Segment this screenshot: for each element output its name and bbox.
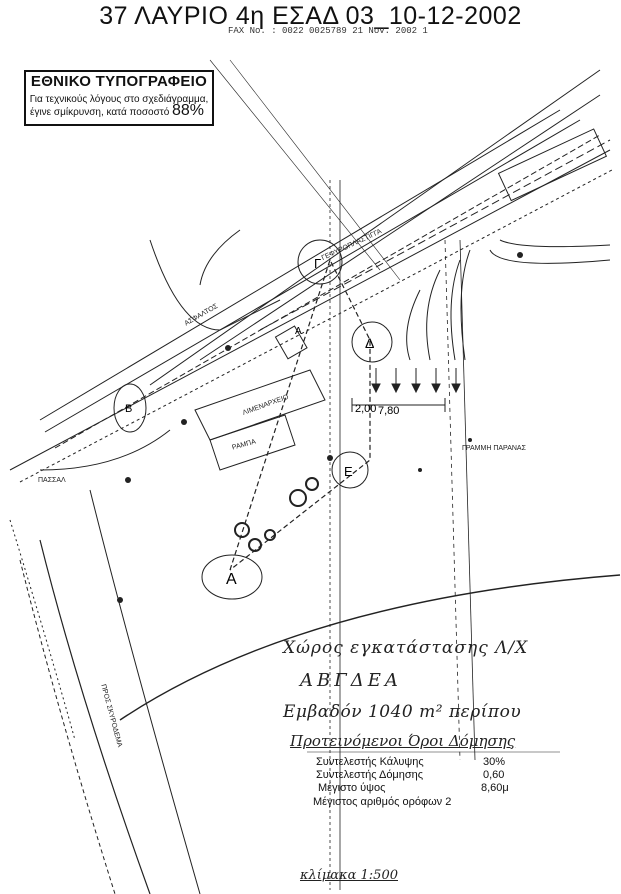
coverage-value: 30% xyxy=(483,756,506,768)
max-height-value: 8,60μ xyxy=(481,782,509,794)
point-epsilon: Ε xyxy=(344,464,353,479)
map-label-road: ΠΡΟΣ ΣΚΥΡΟΔΕΜΑ xyxy=(99,684,123,749)
stamp-percent: 88% xyxy=(172,102,205,119)
handwritten-terms-heading: Προτεινόμενοι Όροι Δόμησης xyxy=(290,732,516,750)
dimension-label-1: 7,80 xyxy=(378,405,399,417)
fax-header-line: FAX No. : 0022 0025789 21 Nov. 2002 1 xyxy=(228,26,428,36)
handwritten-area-label: Εμβαδόν 1040 m² περίπου xyxy=(283,702,522,722)
building-ratio-value: 0,60 xyxy=(483,769,505,781)
max-floors-label: Μέγιστος αριθμός ορόφων 2 xyxy=(313,796,452,808)
stamp-title: ΕΘΝΙΚΟ ΤΥΠΟΓΡΑΦΕΙΟ xyxy=(30,73,208,90)
map-label-path: ΠΑΣΣΑΛ xyxy=(38,477,66,484)
scale-label: κλίμακα 1:500 xyxy=(300,868,398,883)
map-label-harbor-office: ΛΙΜΕΝΑΡΧΕΙΟ xyxy=(242,394,290,417)
point-a-lower: Α xyxy=(226,571,237,588)
handwritten-polygon-label: ΑΒΓΔΕΑ xyxy=(300,670,402,691)
map-label-traffic-line: ΓΡΑΜΜΗ ΠΑΡΑΝΑΣ xyxy=(462,445,527,452)
map-label-ramp: ΡΑΜΠΑ xyxy=(231,438,257,451)
point-delta: Δ xyxy=(365,335,374,351)
national-printing-office-stamp: ΕΘΝΙΚΟ ΤΥΠΟΓΡΑΦΕΙΟ Για τεχνικούς λόγους … xyxy=(24,70,214,126)
stamp-line-1: Για τεχνικούς λόγους στο σχεδιάγραμμα, xyxy=(29,94,209,105)
point-beta: Β xyxy=(125,403,132,415)
document-title: 37 ΛΑΥΡΙΟ 4η ΕΣΑΔ 03_10-12-2002 xyxy=(99,2,522,30)
stamp-line-2: έγινε σμίκρυνση, κατά ποσοστό xyxy=(30,107,170,118)
coverage-label: Συντελεστής Κάλυψης xyxy=(316,756,424,768)
max-height-label: Μέγιστο ύψος xyxy=(318,782,386,794)
building-ratio-label: Συντελεστής Δόμησης xyxy=(316,769,424,781)
point-a-upper: Α xyxy=(295,326,302,337)
dimension-label-2: 2,00 xyxy=(355,403,376,415)
point-gamma: Γ xyxy=(314,256,321,271)
handwritten-site-label: Χώρος εγκατάστασης Λ/Χ xyxy=(283,638,529,658)
